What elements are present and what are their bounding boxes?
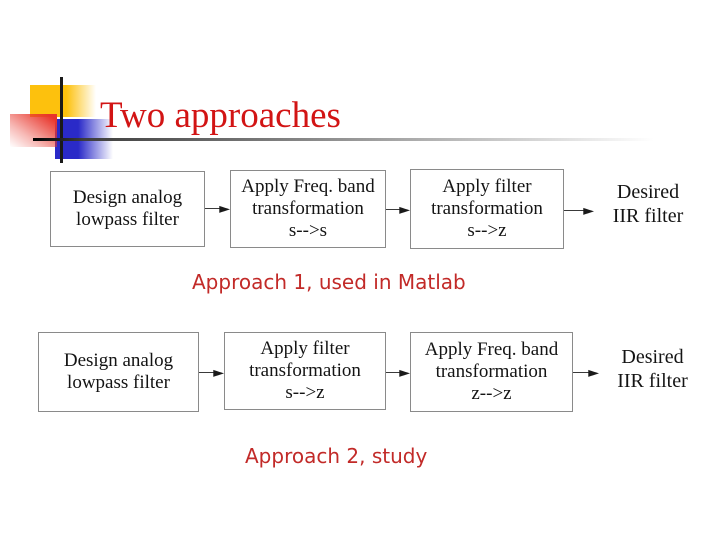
caption-approach-1: Approach 1, used in Matlab — [192, 270, 466, 294]
flow-arrow-icon: ► — [205, 200, 230, 217]
arrow-stem — [199, 371, 215, 374]
flow-end-label-2: Desired IIR filter — [600, 345, 705, 393]
arrow-stem — [564, 209, 585, 212]
caption-approach-2: Approach 2, study — [245, 444, 428, 468]
flow-box-freq-band-s-s: Apply Freq. band transformation s-->s — [230, 170, 386, 248]
flow-arrow-icon: ► — [573, 364, 599, 381]
flow-box-line: transformation — [431, 198, 543, 219]
flow-box-design-analog-2: Design analog lowpass filter — [38, 332, 199, 412]
arrowhead-icon: ► — [213, 364, 224, 381]
arrowhead-icon: ► — [583, 202, 594, 219]
flow-box-line: z-->z — [471, 383, 512, 404]
flow-arrow-icon: ► — [564, 202, 594, 219]
end-label-line: IIR filter — [617, 370, 688, 392]
flow-box-line: Apply Freq. band — [424, 339, 559, 360]
deco-red-square — [10, 114, 57, 147]
arrow-stem — [205, 207, 221, 210]
flow-box-line: Design analog — [63, 350, 174, 371]
flow-box-line: transformation — [435, 361, 548, 382]
end-label-line: Desired — [616, 181, 680, 203]
arrowhead-icon: ► — [399, 201, 410, 218]
page-title: Two approaches — [100, 95, 341, 136]
flow-box-line: s-->z — [467, 220, 507, 241]
flow-box-line: transformation — [252, 198, 364, 219]
flow-box-line: Design analog — [72, 187, 183, 208]
flow-box-line: Apply Freq. band — [241, 176, 375, 197]
flow-box-freq-band-z-z: Apply Freq. band transformation z-->z — [410, 332, 573, 412]
flow-box-line: s-->z — [285, 382, 325, 403]
flow-arrow-icon: ► — [386, 364, 410, 381]
end-label-line: Desired — [621, 346, 684, 368]
arrow-stem — [573, 371, 590, 374]
flow-box-filter-transform-s-z-2: Apply filter transformation s-->z — [224, 332, 386, 410]
flow-box-line: lowpass filter — [76, 209, 179, 230]
flow-box-line: lowpass filter — [67, 372, 170, 393]
title-underline — [33, 138, 673, 141]
end-label-line: IIR filter — [612, 205, 684, 227]
flow-box-line: transformation — [249, 360, 361, 381]
deco-yellow-square — [30, 85, 96, 117]
arrow-stem — [386, 208, 401, 211]
flow-arrow-icon: ► — [199, 364, 224, 381]
flow-arrow-icon: ► — [386, 201, 410, 218]
flow-box-line: s-->s — [288, 220, 328, 241]
arrowhead-icon: ► — [399, 364, 410, 381]
flow-box-line: Apply filter — [442, 176, 532, 197]
arrowhead-icon: ► — [588, 364, 599, 381]
arrow-stem — [386, 371, 401, 374]
flow-box-design-analog-1: Design analog lowpass filter — [50, 171, 205, 247]
deco-cross-vertical-line — [60, 77, 63, 163]
arrowhead-icon: ► — [219, 200, 230, 217]
flow-box-line: Apply filter — [260, 338, 350, 359]
flow-end-label-1: Desired IIR filter — [597, 180, 699, 228]
flow-box-filter-transform-s-z-1: Apply filter transformation s-->z — [410, 169, 564, 249]
